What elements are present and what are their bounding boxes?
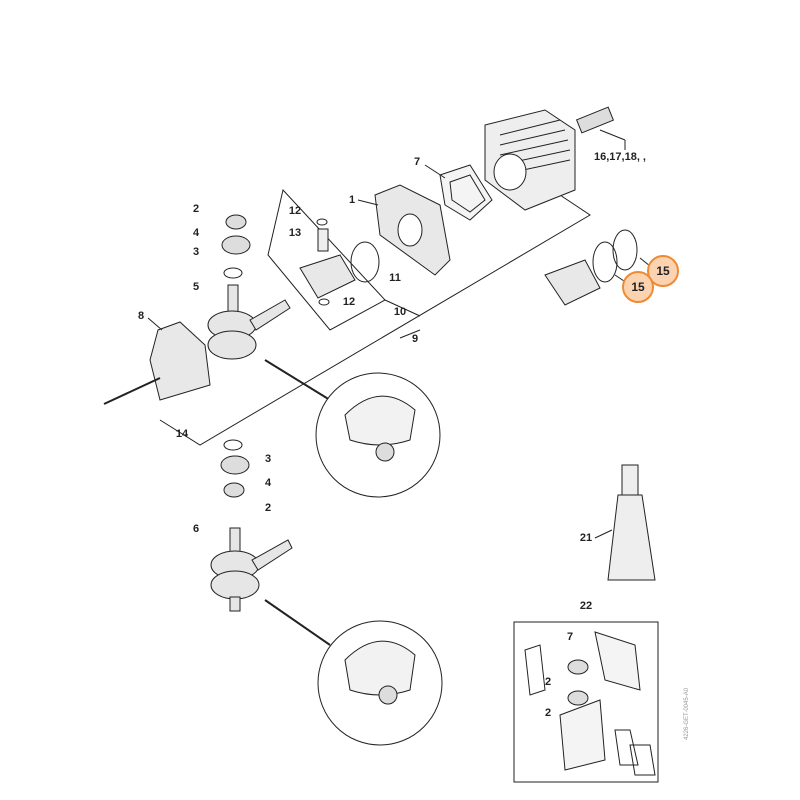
label-group-10: 10 [393,306,407,318]
tube [594,464,656,581]
ball-bearing-top [221,235,251,255]
label-gasket: 7 [413,156,421,168]
label-crankcase-8: 8 [137,310,145,322]
crankshaft-6 [210,527,293,612]
gasket-set-frame [513,621,659,783]
highlighted-part-15-ring-2[interactable]: 15 [622,271,654,303]
screw [103,377,161,405]
label-seal-bottom: 2 [264,502,272,514]
label-crankshaft: 5 [192,281,200,293]
label-piston: 11 [389,272,401,284]
washer-top [223,267,243,279]
label-spark-plug: 16,17,18, , [594,151,646,163]
piston-ring-b [612,229,638,271]
label-piston-pin: 13 [288,227,302,239]
label-crankshaft-6: 6 [192,523,200,535]
cylinder [484,109,576,211]
label-screw: 14 [175,428,189,440]
label-circlip-bottom: 12 [342,296,356,308]
drawing-code: 4226-GET-0045-A0 [684,687,690,740]
washer-bottom [223,439,243,451]
crankcase [357,184,451,276]
oil-seal-bottom [223,482,245,498]
group-9-frame [159,194,591,446]
label-circlip-top: 12 [288,205,302,217]
piston-ring-a [592,241,618,283]
cylinder-gasket [424,164,493,221]
label-washer-top: 3 [192,246,200,258]
circlip-top [316,218,328,226]
label-gasket-set-seal-b: 2 [544,707,552,719]
piston-pin [317,228,329,252]
label-bearing-top: 4 [192,227,200,239]
piston-right [544,259,601,306]
label-tube: 21 [579,532,593,544]
label-seal-top: 2 [192,203,200,215]
circlip-bottom [318,298,330,306]
ball-bearing-bottom [220,455,250,475]
label-gasket-set: 22 [579,600,593,612]
label-gasket-set-seal-a: 2 [544,676,552,688]
label-group-9: 9 [411,333,419,345]
crankcase-half-8 [147,317,211,401]
label-crankcase: 1 [348,194,356,206]
label-gasket-set-7: 7 [566,631,574,643]
piston-ring [350,241,380,283]
label-washer-bottom: 3 [264,453,272,465]
spark-plug [575,106,626,150]
crankshaft-top [207,284,291,360]
oil-seal-top [225,214,247,230]
piston [299,254,356,299]
label-bearing-bottom: 4 [264,477,272,489]
